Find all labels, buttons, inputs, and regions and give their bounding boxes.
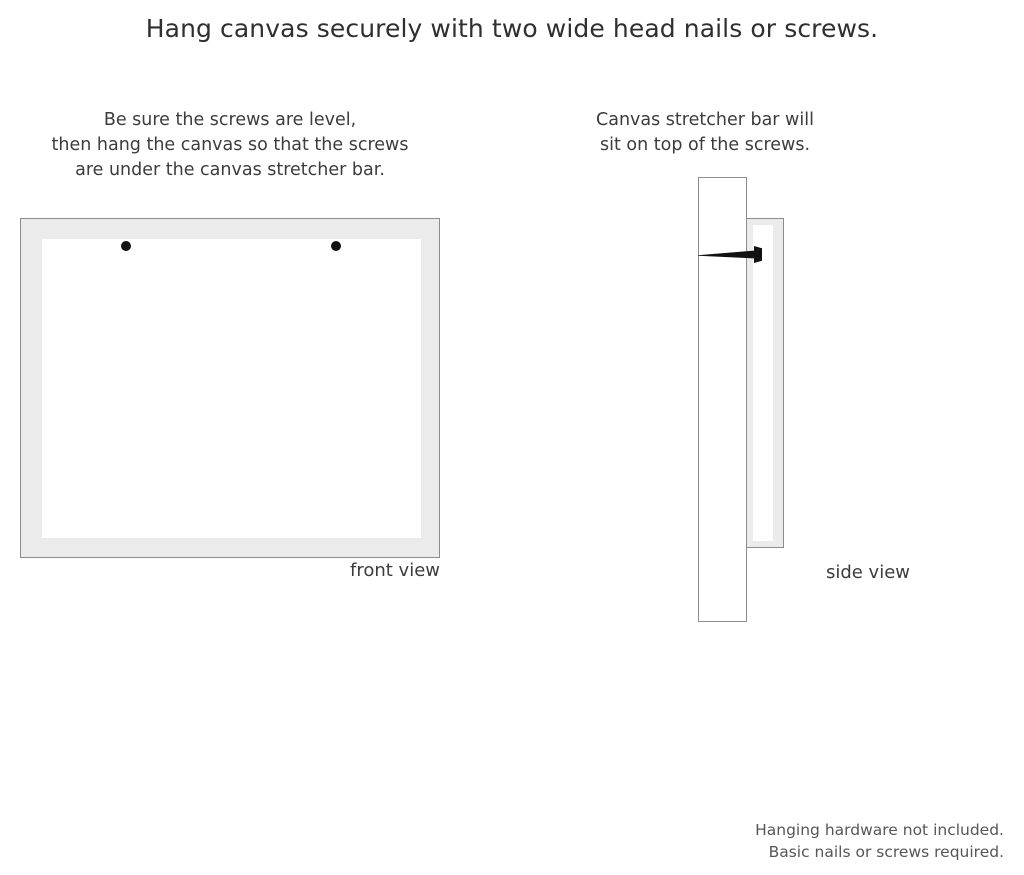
front-view-label: front view <box>350 560 440 581</box>
canvas-stretcher-bar-side-view <box>746 218 784 548</box>
footer-line-1: Hanging hardware not included. <box>755 821 1004 839</box>
footer-line-2: Basic nails or screws required. <box>768 843 1004 861</box>
page-title: Hang canvas securely with two wide head … <box>145 14 879 43</box>
side-view-caption: Canvas stretcher bar will sit on top of … <box>588 108 822 158</box>
front-view-diagram <box>20 218 440 558</box>
side-caption-line-1: Canvas stretcher bar will <box>596 110 814 130</box>
footer-note: Hanging hardware not included. Basic nai… <box>755 819 1004 863</box>
front-caption-line-1: Be sure the screws are level, <box>103 110 357 130</box>
canvas-face-side <box>753 225 773 541</box>
front-caption-line-2: then hang the canvas so that the screws <box>51 135 409 155</box>
wall-side-view <box>698 177 747 622</box>
side-view-label: side view <box>825 562 910 583</box>
canvas-face-front <box>42 239 421 538</box>
front-view-caption: Be sure the screws are level, then hang … <box>20 108 440 183</box>
side-caption-line-2: sit on top of the screws. <box>599 135 811 155</box>
front-caption-line-3: are under the canvas stretcher bar. <box>75 160 385 180</box>
screw-head-icon-right <box>331 241 341 251</box>
screw-icon-side <box>698 246 762 263</box>
screw-head-icon-left <box>121 241 131 251</box>
